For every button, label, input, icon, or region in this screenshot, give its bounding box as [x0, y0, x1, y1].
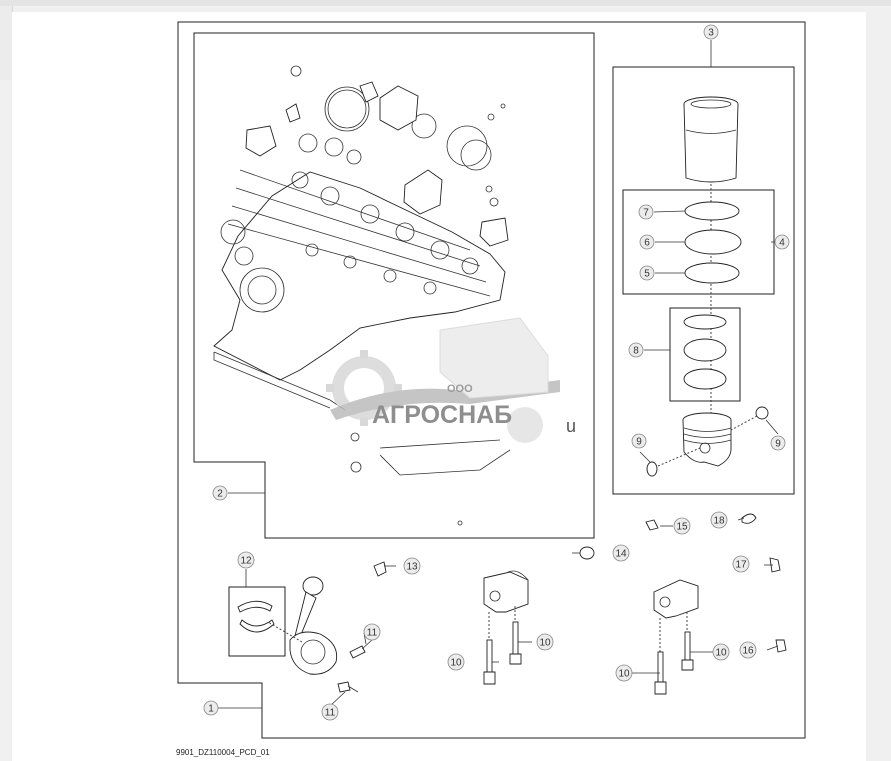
svg-text:12: 12 [240, 556, 252, 567]
rod-bolt-upper [349, 639, 373, 659]
callout-14: 14 [612, 544, 630, 562]
callout-16: 16 [739, 641, 757, 659]
kit-outline-1 [177, 21, 806, 739]
svg-text:6: 6 [644, 238, 650, 249]
snap-ring-axis-right [730, 415, 758, 431]
svg-text:9: 9 [636, 437, 642, 448]
fitting-15 [645, 519, 659, 531]
watermark-logo [326, 317, 560, 443]
watermark-name: АГРОСНАБ [372, 401, 512, 429]
svg-text:2: 2 [217, 489, 223, 500]
svg-text:5: 5 [644, 269, 650, 280]
liner-kit-outline-3 [612, 66, 795, 495]
callout-10-d: 10 [712, 643, 730, 661]
piston-ring-group-box-8 [669, 307, 741, 402]
callout-18: 18 [710, 511, 728, 529]
connector-17 [769, 557, 781, 573]
piston [682, 412, 732, 467]
connecting-rod [289, 576, 338, 675]
svg-text:10: 10 [450, 658, 462, 669]
callout-15: 15 [673, 517, 691, 535]
callout-10-c: 10 [615, 664, 633, 682]
svg-text:3: 3 [708, 28, 714, 39]
plug-16 [775, 639, 787, 653]
figure-code: 9901_DZ110004_PCD_01 [176, 748, 270, 757]
cylinder-liner [683, 96, 739, 183]
seal-ring-5 [684, 262, 740, 284]
callout-9-left: 9 [631, 433, 647, 449]
svg-text:10: 10 [539, 638, 551, 649]
svg-text:18: 18 [713, 516, 725, 527]
callout-8: 8 [628, 342, 644, 358]
main-bearing-bolts-center [483, 606, 522, 685]
callout-4: 4 [774, 234, 790, 250]
callout-6: 6 [639, 234, 655, 250]
piston-ring-middle [683, 338, 727, 362]
watermark-suffix: u [566, 416, 576, 436]
gasket-set-outline-2 [193, 32, 595, 539]
svg-text:7: 7 [643, 208, 649, 219]
svg-text:1: 1 [208, 704, 214, 715]
rod-bolt-lower [337, 681, 359, 693]
seal-ring-7 [684, 201, 740, 221]
callout-11-lower: 11 [321, 703, 339, 721]
callout-2: 2 [212, 485, 228, 501]
cylinder-head-assembly [213, 65, 511, 526]
main-bearing-bolts-right [654, 612, 694, 695]
svg-text:15: 15 [676, 522, 688, 533]
o-ring-14 [579, 546, 595, 560]
watermark-prefix: ООО [447, 383, 473, 395]
callout-5: 5 [639, 265, 655, 281]
piston-ring-bottom [683, 368, 727, 390]
callout-9-right: 9 [770, 435, 786, 451]
main-bearing-cap-center [483, 570, 529, 613]
svg-text:10: 10 [715, 648, 727, 659]
piston-ring-top [683, 314, 727, 330]
svg-text:9: 9 [775, 439, 781, 450]
callout-10-b: 10 [536, 633, 554, 651]
main-bearing-cap-right [653, 579, 699, 619]
callout-7: 7 [638, 204, 654, 220]
svg-text:11: 11 [325, 708, 336, 719]
svg-text:13: 13 [406, 562, 418, 573]
callout-1: 1 [203, 700, 219, 716]
snap-ring-9-left [646, 461, 658, 477]
svg-text:10: 10 [618, 669, 630, 680]
callout-17: 17 [732, 555, 750, 573]
sensor-13 [373, 561, 396, 577]
bearing-box-12 [228, 586, 286, 657]
callout-13: 13 [403, 557, 421, 575]
callout-12: 12 [237, 551, 255, 569]
seal-ring-6 [684, 229, 742, 255]
svg-text:16: 16 [742, 646, 754, 657]
svg-text:8: 8 [633, 346, 639, 357]
svg-text:4: 4 [779, 238, 785, 249]
callout-3: 3 [703, 24, 719, 40]
svg-text:17: 17 [735, 560, 747, 571]
svg-text:14: 14 [615, 549, 627, 560]
rod-bearing-shells [237, 600, 275, 633]
callout-10-a: 10 [447, 653, 465, 671]
bearing-axis [267, 621, 303, 643]
leader-lines [218, 210, 779, 709]
callout-11-upper: 11 [363, 623, 381, 641]
svg-text:11: 11 [367, 628, 378, 639]
top-strip [0, 0, 891, 6]
clip-18 [741, 513, 757, 524]
snap-ring-9-right [755, 406, 769, 420]
